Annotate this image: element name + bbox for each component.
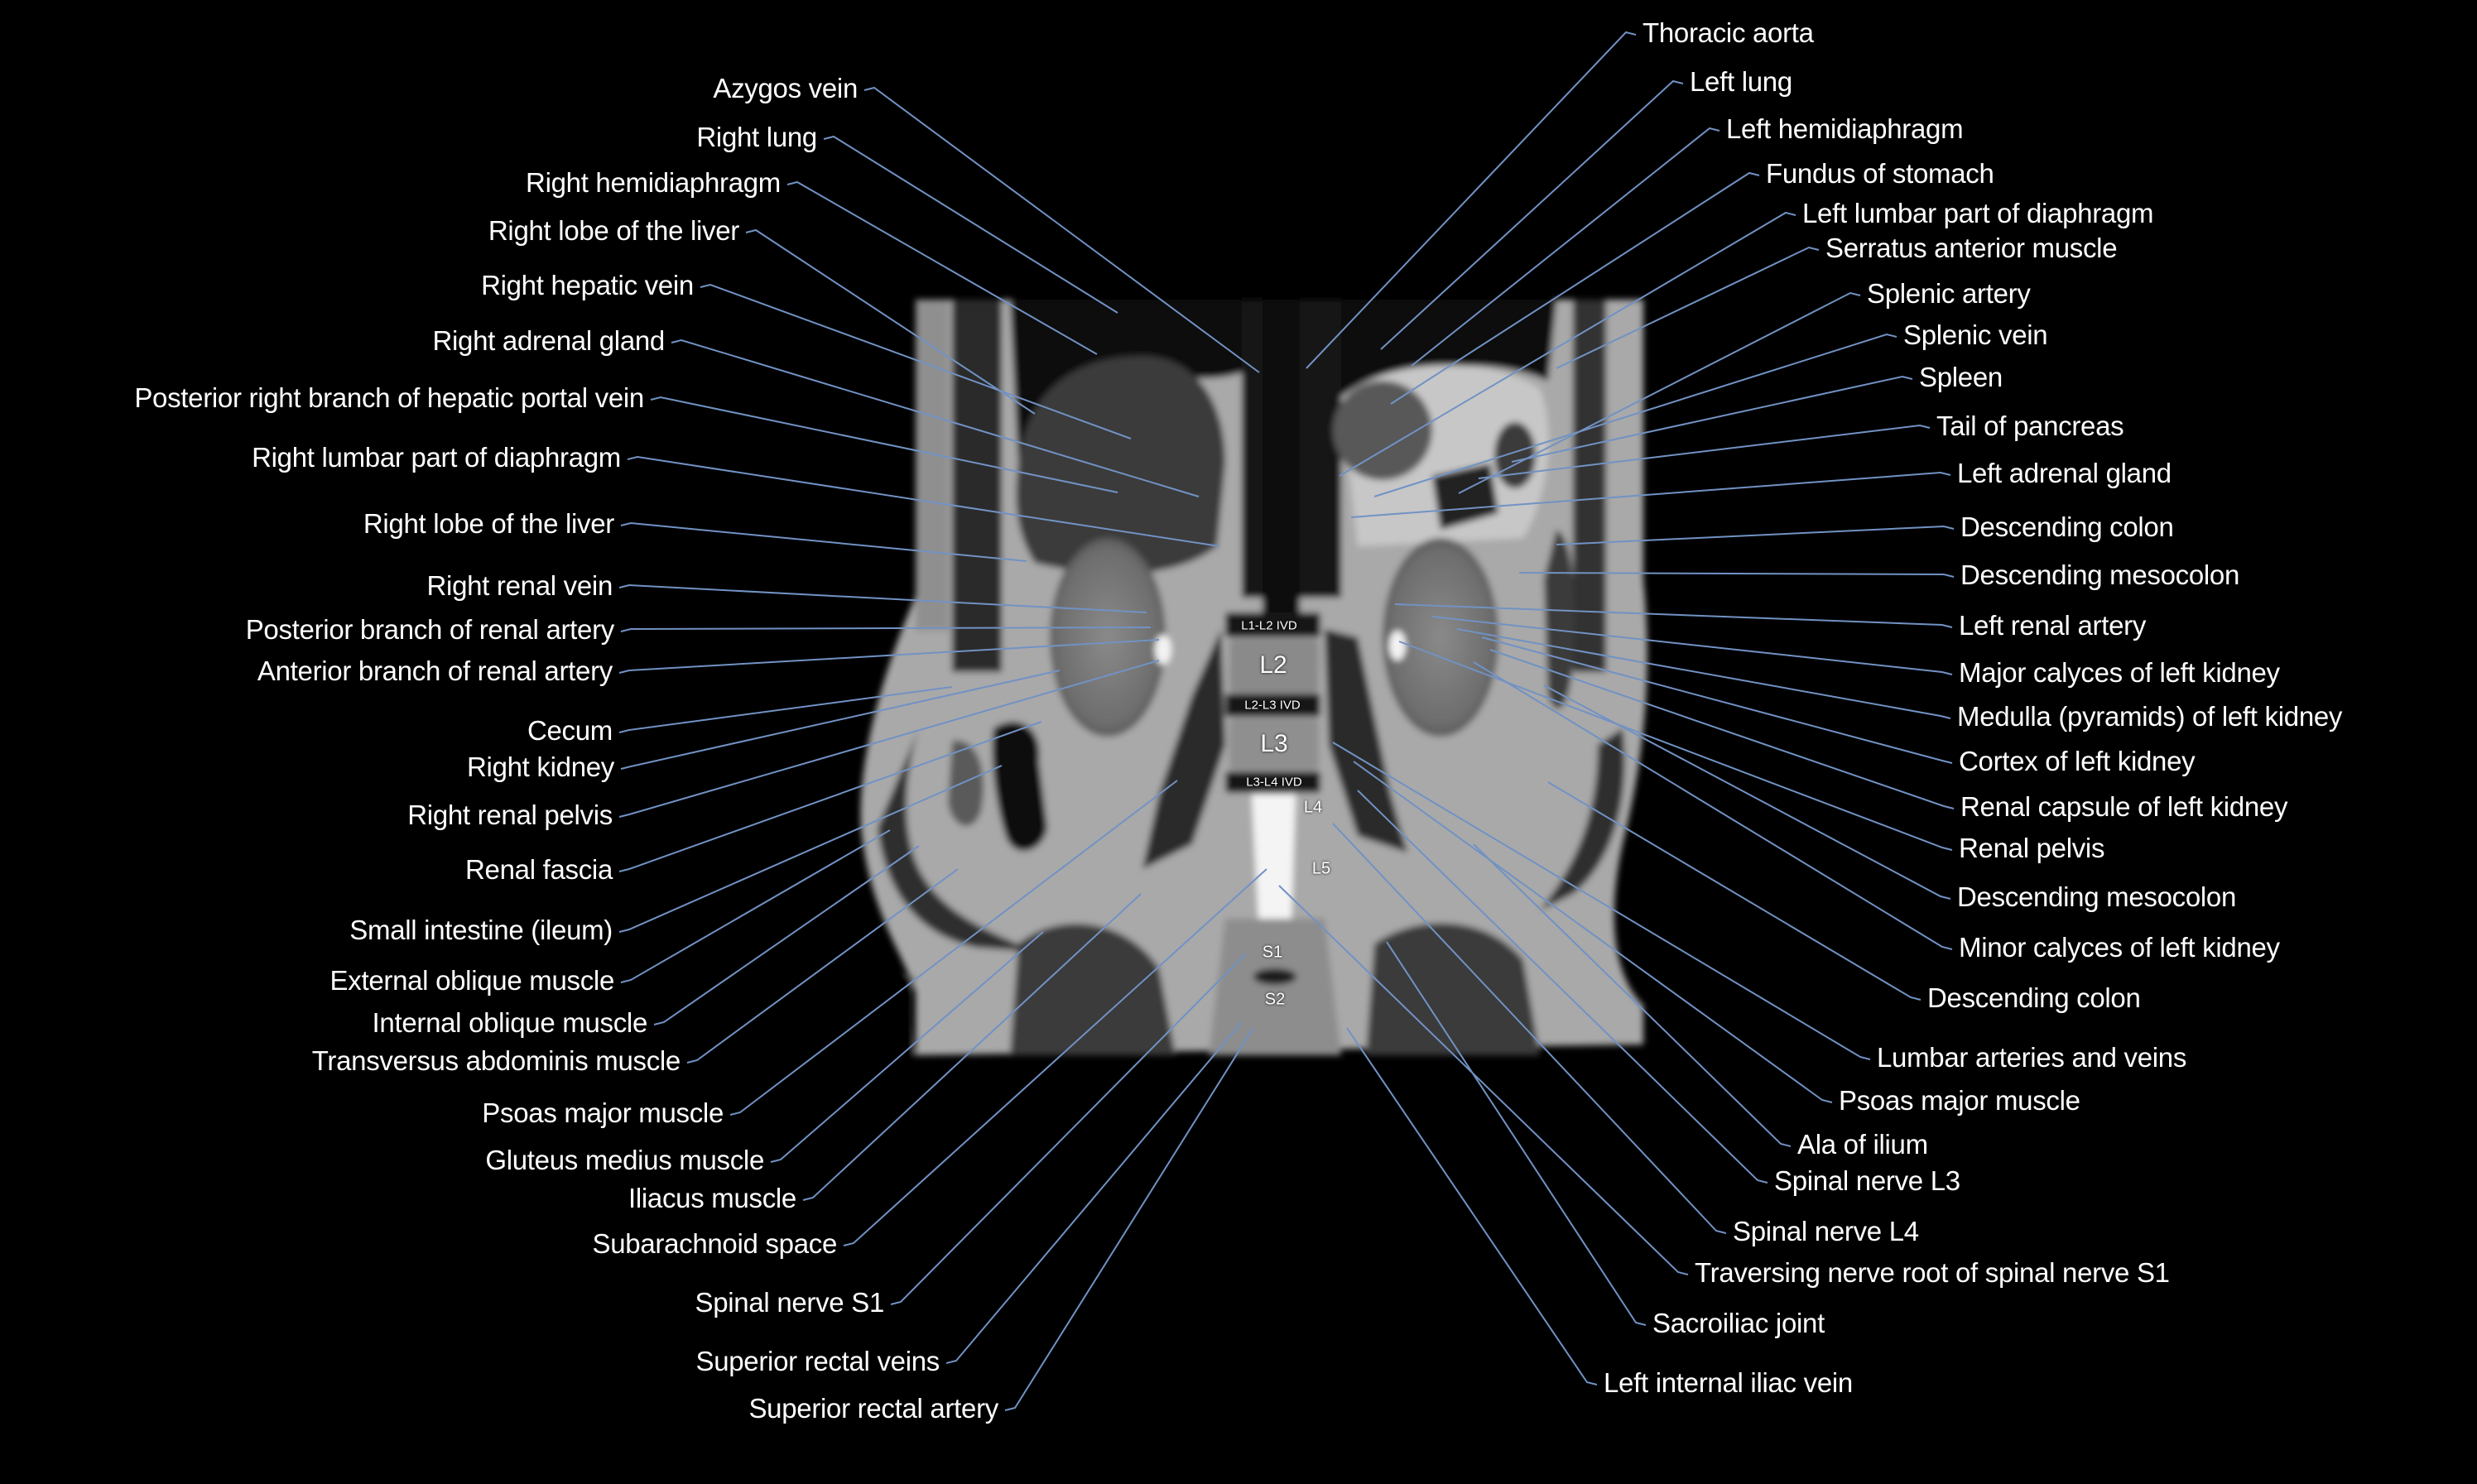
label-spinal-nerve-l3: Spinal nerve L3 (1774, 1165, 1960, 1196)
label-left-renal-artery: Left renal artery (1959, 610, 2147, 641)
label-renal-pelvis: Renal pelvis (1959, 833, 2105, 863)
label-left-lung: Left lung (1690, 66, 1792, 97)
label-subarachnoid-space: Subarachnoid space (592, 1228, 838, 1259)
label-spinal-nerve-l4: Spinal nerve L4 (1733, 1216, 1919, 1246)
vertebra-label-l3: L3 (1260, 730, 1288, 757)
label-renal-fascia: Renal fascia (465, 854, 613, 885)
label-superior-rectal-veins: Superior rectal veins (695, 1346, 940, 1376)
label-ala-of-ilium: Ala of ilium (1797, 1129, 1928, 1160)
label-descending-colon: Descending colon (1960, 511, 2174, 542)
label-descending-mesocolon: Descending mesocolon (1957, 881, 2237, 912)
label-psoas-major-muscle: Psoas major muscle (482, 1097, 724, 1128)
label-serratus-anterior-muscle: Serratus anterior muscle (1825, 233, 2118, 263)
label-right-lobe-of-the-liver: Right lobe of the liver (363, 508, 614, 539)
label-anterior-branch-of-renal-artery: Anterior branch of renal artery (257, 656, 613, 686)
label-transversus-abdominis-muscle: Transversus abdominis muscle (311, 1045, 681, 1076)
label-right-renal-vein: Right renal vein (426, 570, 613, 601)
label-left-internal-iliac-vein: Left internal iliac vein (1604, 1367, 1853, 1398)
vertebra-label-l1-l2-ivd: L1-L2 IVD (1241, 618, 1297, 633)
label-superior-rectal-artery: Superior rectal artery (748, 1393, 998, 1424)
vertebra-label-s2: S2 (1264, 990, 1286, 1009)
label-renal-capsule-of-left-kidney: Renal capsule of left kidney (1960, 791, 2288, 822)
label-descending-colon: Descending colon (1927, 982, 2141, 1013)
label-right-renal-pelvis: Right renal pelvis (407, 800, 613, 830)
label-major-calyces-of-left-kidney: Major calyces of left kidney (1959, 657, 2280, 688)
mri-body (860, 300, 1647, 1055)
label-right-lobe-of-the-liver: Right lobe of the liver (488, 215, 739, 246)
label-internal-oblique-muscle: Internal oblique muscle (372, 1007, 648, 1038)
label-descending-mesocolon: Descending mesocolon (1960, 560, 2240, 590)
vertebra-label-l2-l3-ivd: L2-L3 IVD (1244, 698, 1301, 713)
label-spleen: Spleen (1919, 362, 2003, 392)
label-left-lumbar-part-of-diaphragm: Left lumbar part of diaphragm (1802, 198, 2154, 228)
label-left-hemidiaphragm: Left hemidiaphragm (1726, 113, 1964, 144)
label-right-hepatic-vein: Right hepatic vein (481, 270, 694, 300)
label-right-lumbar-part-of-diaphragm: Right lumbar part of diaphragm (252, 442, 621, 473)
label-cecum: Cecum (527, 715, 613, 746)
vertebra-label-l4: L4 (1303, 798, 1323, 817)
label-gluteus-medius-muscle: Gluteus medius muscle (485, 1145, 764, 1175)
label-right-hemidiaphragm: Right hemidiaphragm (526, 167, 781, 198)
label-minor-calyces-of-left-kidney: Minor calyces of left kidney (1959, 932, 2280, 963)
label-left-adrenal-gland: Left adrenal gland (1957, 458, 2172, 488)
label-cortex-of-left-kidney: Cortex of left kidney (1959, 746, 2196, 776)
vertebra-label-l5: L5 (1311, 859, 1331, 878)
label-splenic-artery: Splenic artery (1867, 278, 2031, 309)
label-right-adrenal-gland: Right adrenal gland (432, 325, 665, 356)
label-posterior-right-branch-of-hepatic-portal-vein: Posterior right branch of hepatic portal… (134, 382, 644, 413)
vertebra-label-l2: L2 (1259, 651, 1287, 679)
label-small-intestine-ileum: Small intestine (ileum) (349, 915, 613, 945)
label-posterior-branch-of-renal-artery: Posterior branch of renal artery (245, 614, 615, 645)
label-medulla-pyramids-of-left-kidney: Medulla (pyramids) of left kidney (1957, 701, 2343, 732)
label-tail-of-pancreas: Tail of pancreas (1936, 411, 2124, 441)
label-splenic-vein: Splenic vein (1903, 319, 2048, 350)
label-psoas-major-muscle: Psoas major muscle (1839, 1085, 2080, 1116)
label-right-lung: Right lung (696, 122, 817, 152)
vertebra-label-s1: S1 (1262, 943, 1283, 962)
label-iliacus-muscle: Iliacus muscle (628, 1183, 796, 1213)
label-sacroiliac-joint: Sacroiliac joint (1652, 1308, 1825, 1338)
label-lumbar-arteries-and-veins: Lumbar arteries and veins (1877, 1042, 2187, 1073)
label-fundus-of-stomach: Fundus of stomach (1766, 158, 1994, 189)
label-traversing-nerve-root-of-spinal-nerve-s1: Traversing nerve root of spinal nerve S1 (1695, 1257, 2170, 1288)
label-thoracic-aorta: Thoracic aorta (1643, 17, 1814, 48)
label-azygos-vein: Azygos vein (713, 73, 858, 103)
label-spinal-nerve-s1: Spinal nerve S1 (695, 1287, 885, 1318)
label-external-oblique-muscle: External oblique muscle (329, 965, 615, 996)
vertebra-label-l3-l4-ivd: L3-L4 IVD (1246, 775, 1302, 790)
label-right-kidney: Right kidney (467, 752, 614, 782)
